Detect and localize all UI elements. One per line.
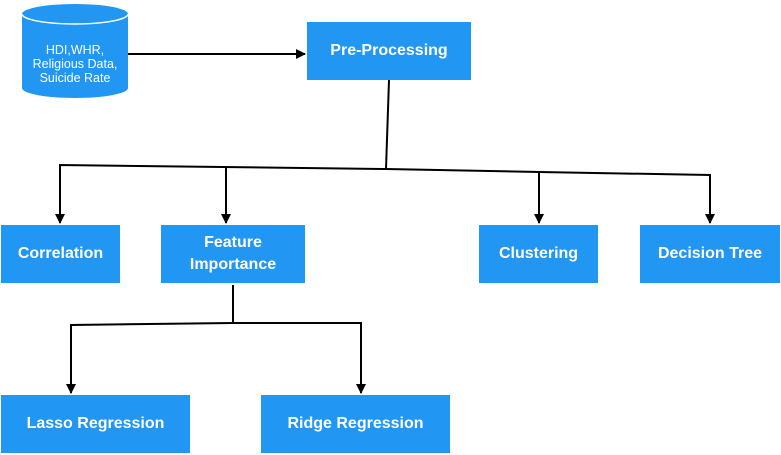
database-cylinder-icon — [21, 4, 129, 98]
feature-importance-line-2: Importance — [189, 256, 277, 273]
data-source-line-2: Religious Data, — [32, 57, 118, 71]
edge-preprocessing-trunk — [385, 79, 390, 170]
edge-branch-lasso — [66, 322, 234, 394]
edge-branch-decision-tree — [538, 171, 715, 224]
data-source-line-3: Suicide Rate — [39, 71, 111, 85]
decision-tree-node: Decision Tree — [640, 225, 780, 283]
lasso-regression-label: Lasso Regression — [26, 415, 165, 432]
data-source-line-1: HDI,WHR, — [45, 43, 105, 57]
data-source-label: HDI,WHR, Religious Data, Suicide Rate — [22, 43, 128, 85]
clustering-node: Clustering — [479, 225, 598, 283]
correlation-label: Correlation — [17, 245, 104, 262]
clustering-label: Clustering — [498, 245, 579, 262]
ridge-regression-label: Ridge Regression — [287, 415, 424, 432]
decision-tree-label: Decision Tree — [657, 245, 763, 262]
edge-branch-ridge — [233, 322, 366, 394]
feature-importance-line-1: Feature — [204, 234, 262, 251]
preprocessing-node: Pre-Processing — [307, 22, 471, 80]
edge-branch-clustering — [385, 168, 544, 224]
edge-branch-correlation — [55, 163, 387, 224]
lasso-regression-node: Lasso Regression — [1, 395, 190, 453]
ridge-regression-node: Ridge Regression — [261, 395, 450, 453]
correlation-node: Correlation — [1, 225, 120, 283]
feature-importance-node: Feature Importance — [161, 225, 305, 283]
preprocessing-label: Pre-Processing — [330, 42, 448, 59]
